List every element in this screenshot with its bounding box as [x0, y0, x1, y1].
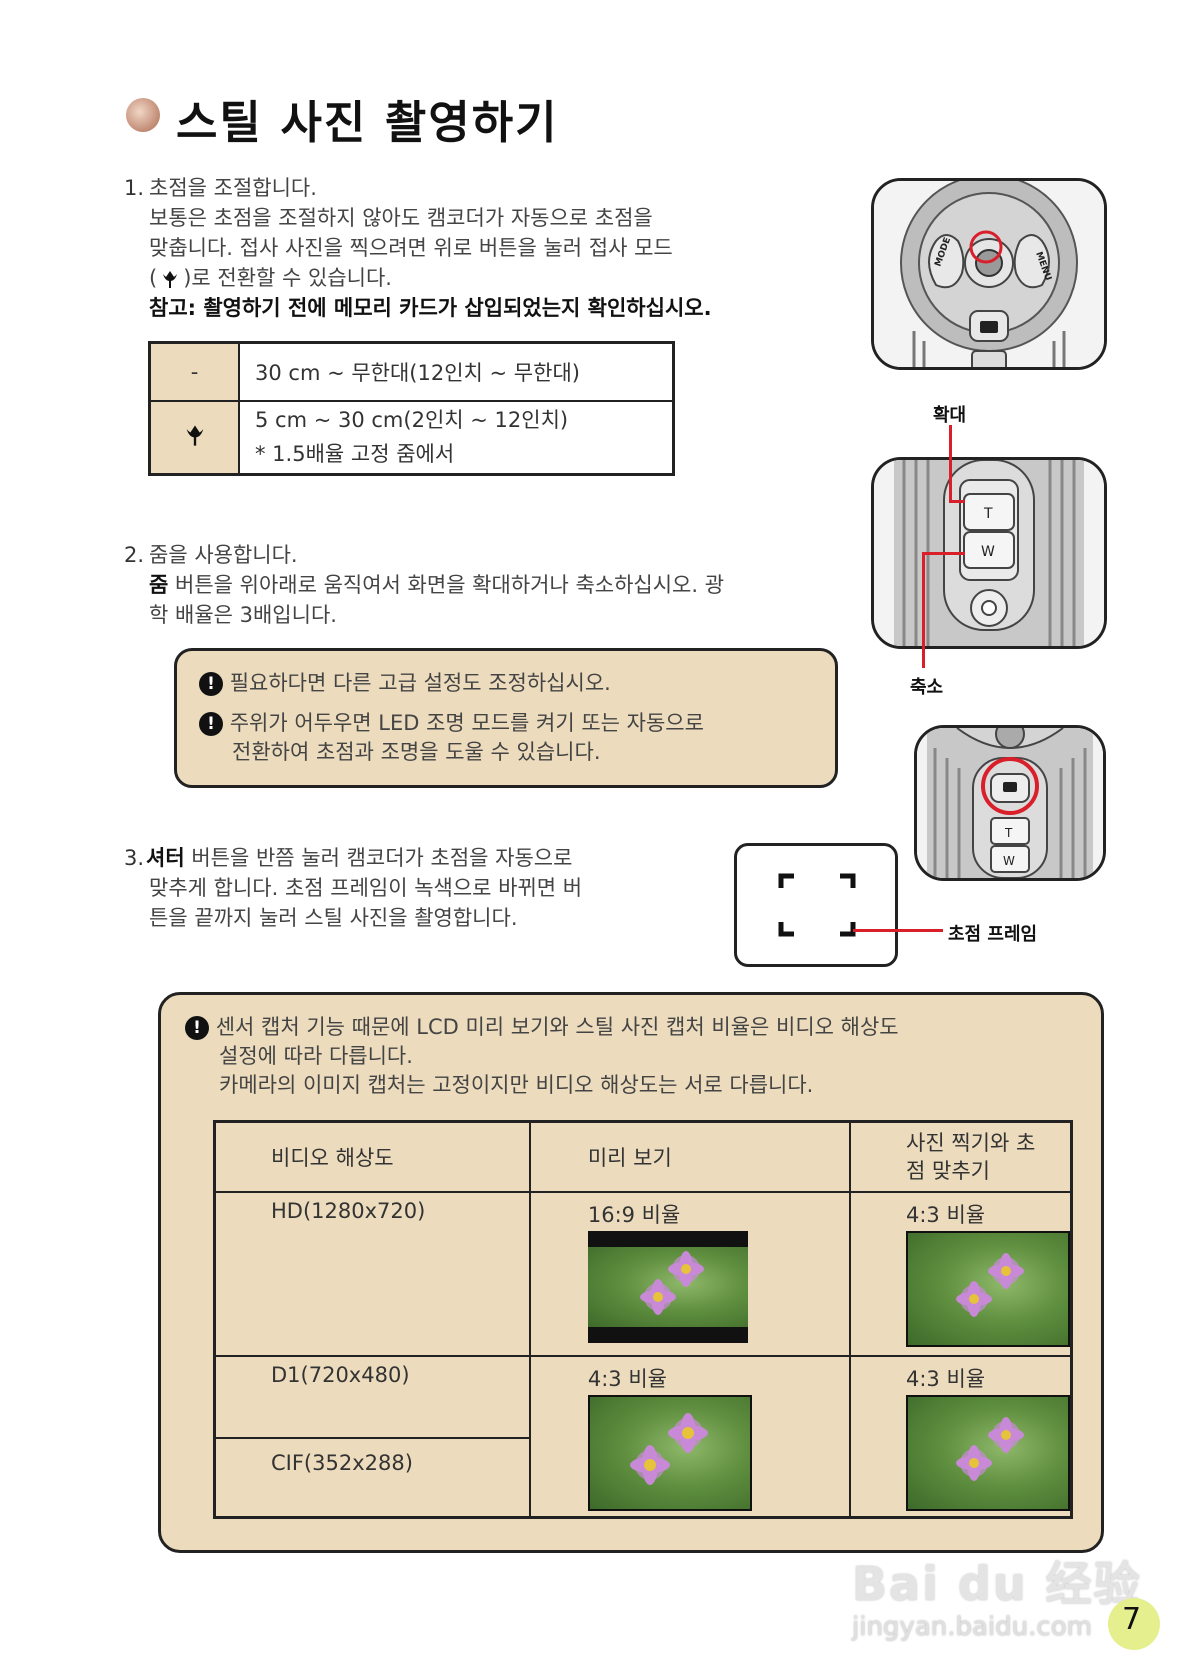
step1-line1: 보통은 초점을 조절하지 않아도 캠코더가 자동으로 초점을 [149, 206, 653, 230]
exclamation-icon: ! [199, 712, 223, 736]
step2-heading: 줌을 사용합니다. [149, 543, 298, 567]
focus-frame-brackets [778, 873, 856, 937]
svg-text:T: T [1004, 826, 1013, 840]
capture-4-3-image [906, 1394, 1070, 1511]
camera-dial-diagram: MODE MENU [871, 178, 1107, 370]
row-d1-resolution: D1(720x480) [213, 1354, 531, 1439]
title-bullet-icon [126, 98, 160, 132]
sensor-note: ! 센서 캡처 기능 때문에 LCD 미리 보기와 스틸 사진 캡처 비율은 비… [185, 1013, 1085, 1100]
normal-mode-cell: - [148, 341, 240, 402]
step1-heading: 초점을 조절합니다. [149, 176, 317, 200]
step3-line3: 튼을 끝까지 눌러 스틸 사진을 촬영합니다. [149, 906, 518, 930]
header-capture: 사진 찍기와 초 점 맞추기 [849, 1120, 1073, 1193]
exclamation-icon: ! [199, 672, 223, 696]
svg-text:T: T [983, 506, 993, 522]
page-number: 7 [1122, 1602, 1142, 1637]
row-d1-capture: 4:3 비율 [849, 1354, 1073, 1519]
watermark-logo: Bai du 经验 [852, 1557, 1142, 1611]
row-hd-capture: 4:3 비율 [849, 1190, 1073, 1357]
page-number-badge [1108, 1598, 1160, 1650]
macro-range: 5 cm ~ 30 cm(2인치 ~ 12인치) * 1.5배율 고정 줌에서 [238, 399, 675, 476]
camera-zoom-diagram: T W [871, 457, 1107, 649]
focus-frame-label: 초점 프레임 [948, 924, 1038, 945]
flower-photo [587, 1246, 748, 1327]
camera-shutter-diagram: T W [914, 725, 1106, 881]
macro-mode-cell [148, 399, 240, 476]
row-d1-preview: 4:3 비율 [528, 1354, 852, 1519]
zoom-in-pointer-line [949, 425, 952, 502]
macro-flower-icon [163, 271, 178, 288]
ratio-table: 비디오 해상도 미리 보기 사진 찍기와 초 점 맞추기 HD(1280x720… [213, 1120, 1073, 1519]
preview-4-3-image [587, 1394, 752, 1511]
step3-number: 3. [124, 846, 145, 870]
focus-frame-pointer-line [853, 929, 943, 932]
step1-note: 참고: 촬영하기 전에 메모리 카드가 삽입되었는지 확인하십시오. [149, 296, 712, 320]
ratio-note-box: ! 센서 캡처 기능 때문에 LCD 미리 보기와 스틸 사진 캡처 비율은 비… [158, 992, 1104, 1553]
step1-line2: 맞춥니다. 접사 사진을 찍으려면 위로 버튼을 눌러 접사 모드 [149, 236, 673, 260]
row-cif-resolution: CIF(352x288) [213, 1436, 531, 1519]
zoom-in-pointer-end [949, 500, 965, 503]
row-hd-preview: 16:9 비율 [528, 1190, 852, 1357]
svg-text:W: W [1003, 854, 1015, 868]
macro-flower-icon [186, 425, 203, 446]
tip1: ! 필요하다면 다른 고급 설정도 조정하십시오. [199, 669, 611, 698]
step3-line1: 셔터 버튼을 반쯤 눌러 캠코더가 초점을 자동으로 [146, 846, 573, 870]
row-hd-resolution: HD(1280x720) [213, 1190, 531, 1357]
zoom-out-pointer-line [922, 553, 925, 668]
zoom-out-label: 축소 [910, 677, 944, 698]
step3-body: 셔터 버튼을 반쯤 눌러 캠코더가 초점을 자동으로 맞추게 합니다. 초점 프… [146, 843, 706, 933]
page-title: 스틸 사진 촬영하기 [176, 96, 559, 149]
zoom-out-pointer-end [922, 552, 965, 555]
step2-number: 2. [124, 543, 145, 567]
tips-box: ! 필요하다면 다른 고급 설정도 조정하십시오. ! 주위가 어두우면 LED… [174, 648, 838, 788]
step1-number: 1. [124, 176, 145, 200]
watermark-url: jingyan.baidu.com [852, 1612, 1092, 1642]
capture-4-3-image [906, 1230, 1070, 1347]
table-row: CIF(352x288) [213, 1436, 1072, 1519]
step2-line1: 줌 버튼을 위아래로 움직여서 화면을 확대하거나 축소하십시오. 광 [149, 573, 725, 597]
exclamation-icon: ! [185, 1016, 209, 1040]
table-row: HD(1280x720) 16:9 비율 4:3 비율 [213, 1190, 1073, 1357]
preview-16-9-image [587, 1230, 748, 1343]
step2-body: 줌을 사용합니다. 줌 버튼을 위아래로 움직여서 화면을 확대하거나 축소하십… [149, 540, 859, 630]
table-row: D1(720x480) 4:3 비율 4:3 비율 [213, 1354, 1073, 1519]
step1-body: 초점을 조절합니다. 보통은 초점을 조절하지 않아도 캠코더가 자동으로 초점… [149, 173, 849, 323]
normal-range: 30 cm ~ 무한대(12인치 ~ 무한대) [238, 341, 675, 402]
header-resolution: 비디오 해상도 [213, 1120, 531, 1193]
focus-range-table: - 30 cm ~ 무한대(12인치 ~ 무한대) 5 cm ~ 30 cm(2… [148, 341, 675, 476]
step1-line3: ()로 전환할 수 있습니다. [149, 266, 392, 290]
tip2: ! 주위가 어두우면 LED 조명 모드를 켜기 또는 자동으로 전환하여 초점… [199, 709, 704, 767]
header-preview: 미리 보기 [528, 1120, 852, 1193]
step3-line2: 맞추게 합니다. 초점 프레임이 녹색으로 바뀌면 버 [149, 876, 583, 900]
focus-frame-illustration [734, 843, 898, 967]
zoom-in-label: 확대 [933, 405, 967, 426]
svg-text:W: W [981, 544, 995, 560]
step2-line2: 학 배율은 3배입니다. [149, 603, 337, 627]
